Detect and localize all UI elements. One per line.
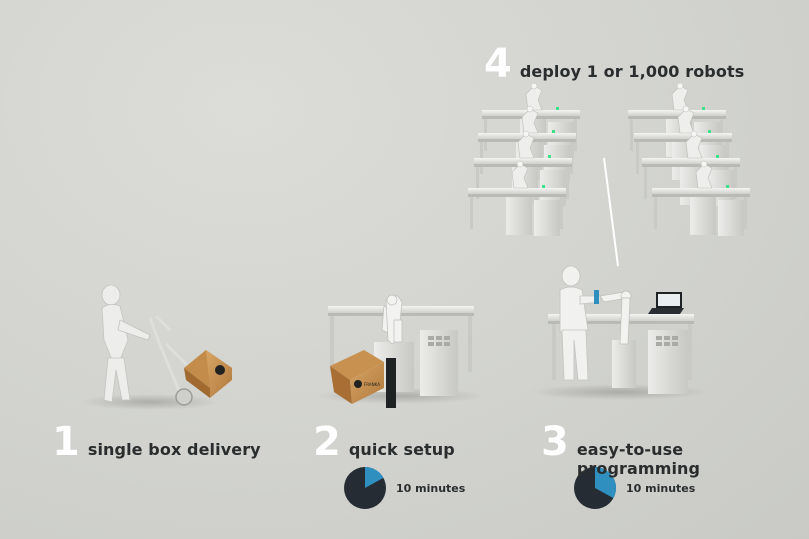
fleet-left <box>467 82 581 237</box>
worker-figure <box>101 284 151 403</box>
step-number: 3 <box>541 419 569 465</box>
step-label: single box delivery <box>87 440 261 459</box>
step-label: easy-to-use programming <box>576 440 701 478</box>
pie-chart-programming <box>574 466 617 509</box>
step-number: 4 <box>484 41 512 87</box>
developer-figure <box>559 265 601 381</box>
setup-duration: 10 minutes <box>344 467 465 509</box>
pie-slice <box>595 466 617 499</box>
delivery-scene <box>80 284 232 410</box>
fleet-right <box>627 82 751 237</box>
pie-slice <box>365 467 384 488</box>
step-number: 2 <box>313 419 341 465</box>
duration-label: 10 minutes <box>626 481 696 495</box>
programming-duration: 10 minutes <box>574 467 695 509</box>
step-label: deploy 1 or 1,000 robots <box>519 62 745 81</box>
control-tower <box>386 358 396 408</box>
step-4: 4 deploy 1 or 1,000 robots <box>484 44 744 84</box>
divider-line <box>603 157 619 267</box>
setup-scene: FRANKA <box>315 294 485 408</box>
shipping-box: FRANKA <box>330 350 384 404</box>
pie-placeholder <box>344 467 386 509</box>
laptop <box>648 292 684 314</box>
step-label: quick setup <box>348 440 455 459</box>
pie-placeholder <box>574 467 616 509</box>
pie-chart-setup <box>344 467 386 509</box>
step-1: 1 single box delivery <box>52 422 261 462</box>
step-number: 1 <box>52 419 80 465</box>
duration-label: 10 minutes <box>396 481 466 495</box>
step-2: 2 quick setup <box>313 422 455 462</box>
programming-scene <box>530 265 710 400</box>
svg-text:FRANKA: FRANKA <box>364 382 380 387</box>
robot-arm <box>381 294 403 345</box>
robot-arm <box>599 290 632 345</box>
hand-truck <box>148 314 198 399</box>
delivery-box <box>184 350 232 398</box>
step-3: 3 easy-to-use programming <box>541 422 809 478</box>
